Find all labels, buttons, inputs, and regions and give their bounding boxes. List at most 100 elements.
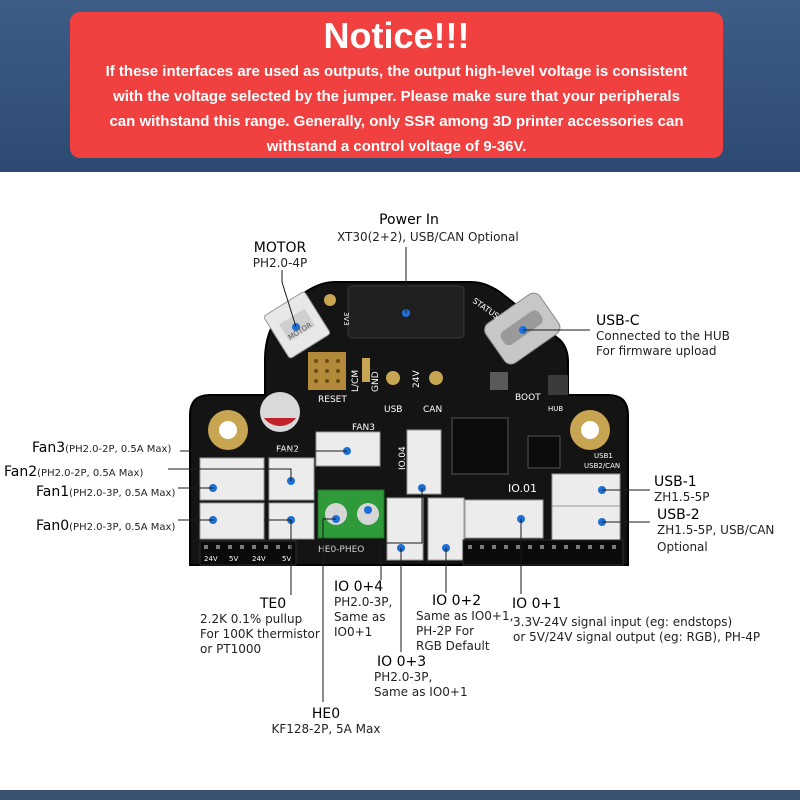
fan3-title: Fan3 (32, 440, 66, 456)
label-io3: IO 0+3 PH2.0-3P, Same as IO0+1 (374, 654, 468, 700)
silk-io04: IO.04 (398, 446, 408, 470)
notice-title: Notice!!! (323, 15, 470, 56)
label-io1: IO 0+1 (512, 596, 561, 612)
mount-hole-right (570, 410, 610, 450)
power-in-title: Power In (379, 212, 439, 228)
usb2-title: USB-2 (657, 507, 700, 523)
footer-bar (0, 790, 800, 800)
silk-io01: IO.01 (508, 482, 537, 495)
usbc-title: USB-C (596, 313, 640, 329)
mount-hole-left (208, 410, 248, 450)
fan3-desc: (PH2.0-2P, 0.5A Max) (65, 444, 172, 455)
usb1-desc: ZH1.5-5P (654, 490, 710, 504)
label-fan2: Fan2(PH2.0-2P, 0.5A Max) (4, 461, 143, 481)
motor-title: MOTOR (253, 240, 307, 256)
label-fan1: Fan1(PH2.0-3P, 0.5A Max) (36, 481, 175, 501)
io4-title: IO 0+4 (334, 579, 384, 595)
callout-fan2 (168, 468, 292, 481)
te0-title: TE0 (259, 596, 287, 612)
silk-24v-b: 24V (252, 555, 266, 563)
silk-usb2can: USB2/CAN (584, 462, 620, 470)
label-fan3: Fan3(PH2.0-2P, 0.5A Max) (32, 437, 171, 457)
usb1-connector (551, 473, 621, 509)
notice-banner: Notice!!! If these interfaces are used a… (70, 12, 723, 158)
io1-title: IO 0+1 (512, 596, 562, 612)
silk-lcm: L/CM (351, 370, 361, 392)
silk-24v-a: 24V (204, 555, 218, 563)
silk-boot: BOOT (515, 393, 541, 403)
fan0-desc: (PH2.0-3P, 0.5A Max) (69, 522, 176, 533)
label-usb2: USB-2 ZH1.5-5P, USB/CAN Optional (657, 507, 774, 555)
notice-text: If these interfaces are used as outputs,… (78, 59, 715, 159)
io2-title: IO 0+2 (432, 593, 482, 609)
notice-line-1: If these interfaces are used as outputs,… (105, 63, 688, 80)
usb2-connector (551, 505, 621, 541)
he0-title: HE0 (311, 706, 341, 722)
io2-desc-2: PH-2P For (416, 624, 475, 638)
pin-header-right (462, 539, 624, 566)
io1-connector (464, 499, 544, 539)
label-usb1: USB-1 ZH1.5-5P (654, 474, 710, 505)
he0-desc: KF128-2P, 5A Max (271, 722, 381, 736)
io2-desc-1: Same as IO0+1, (416, 609, 514, 623)
silk-can: CAN (423, 405, 442, 415)
silk-he0: HE0-PHEO (318, 545, 364, 555)
io2-desc-3: RGB Default (416, 639, 490, 653)
silk-hub: HUB (548, 405, 563, 413)
io3-desc-2: Same as IO0+1 (374, 685, 468, 699)
te0-desc-3: or PT1000 (200, 642, 262, 656)
callout-motor (281, 270, 297, 328)
label-he0: HE0 KF128-2P, 5A Max (268, 706, 384, 737)
io3-desc-1: PH2.0-3P, (374, 670, 433, 684)
io4-desc-2: Same as (334, 610, 386, 624)
label-io4: IO 0+4 PH2.0-3P, Same as IO0+1 (334, 579, 392, 640)
label-te0: TE0 2.2K 0.1% pullup For 100K thermistor… (198, 596, 348, 657)
fan0-title: Fan0 (36, 518, 70, 534)
silk-fan3: FAN3 (352, 423, 375, 433)
usb1-title: USB-1 (654, 474, 697, 490)
power-in-desc: XT30(2+2), USB/CAN Optional (337, 230, 519, 244)
notice-line-2: with the voltage selected by the jumper.… (113, 88, 680, 105)
io1-desc-2: or 5V/24V signal output (eg: RGB), PH-4P (513, 630, 761, 644)
silk-fan2: FAN2 (276, 445, 299, 455)
io3-title: IO 0+3 (377, 654, 427, 670)
te0-desc-1: 2.2K 0.1% pullup (200, 612, 303, 626)
label-motor: MOTOR PH2.0-4P (240, 240, 320, 271)
io4-connector (406, 429, 442, 495)
label-io2: IO 0+2 Same as IO0+1, PH-2P For RGB Defa… (416, 593, 513, 654)
silk-5v-a: 5V (229, 555, 238, 563)
label-usbc: USB-C Connected to the HUB For firmware … (596, 313, 730, 359)
label-fan0: Fan0(PH2.0-3P, 0.5A Max) (36, 515, 175, 535)
callout-io4 (380, 488, 423, 580)
mcu-chip (451, 417, 509, 475)
fan1-title: Fan1 (36, 484, 70, 500)
silk-5v-b: 5V (282, 555, 291, 563)
callout-he0 (322, 518, 336, 702)
aux-chip (527, 435, 561, 469)
io1-desc-1: 3.3V-24V signal input (eg: endstops) (513, 615, 733, 629)
usbc-desc-1: Connected to the HUB (596, 329, 730, 343)
silk-usb: USB (384, 405, 402, 415)
usb2-desc-1: ZH1.5-5P, USB/CAN (657, 523, 775, 537)
fan1-desc: (PH2.0-3P, 0.5A Max) (69, 488, 176, 499)
silk-gnd: GND (371, 371, 381, 392)
notice-line-4: withstand a control voltage of 9-36V. (266, 138, 527, 155)
io4-desc-3: IO0+1 (334, 625, 373, 639)
silk-3v3: 3V3 (342, 312, 350, 326)
label-power-in: Power In (354, 212, 464, 228)
io3-connector (386, 497, 424, 561)
fan2-title: Fan2 (4, 464, 38, 480)
mount-hole-top (324, 294, 336, 306)
usbc-desc-2: For firmware upload (596, 344, 717, 358)
usb2-desc-2: Optional (657, 540, 708, 554)
notice-line-3: can withstand this range. Generally, onl… (109, 113, 684, 130)
silk-reset: RESET (318, 395, 347, 405)
te0-desc-2: For 100K thermistor (200, 627, 320, 641)
io4-desc-1: PH2.0-3P, (334, 595, 393, 609)
motor-desc: PH2.0-4P (252, 256, 308, 270)
fan1-connector (199, 457, 265, 501)
silk-24v: 24V (412, 370, 422, 388)
silk-usb1: USB1 (594, 452, 613, 460)
fan2-desc: (PH2.0-2P, 0.5A Max) (37, 468, 144, 479)
